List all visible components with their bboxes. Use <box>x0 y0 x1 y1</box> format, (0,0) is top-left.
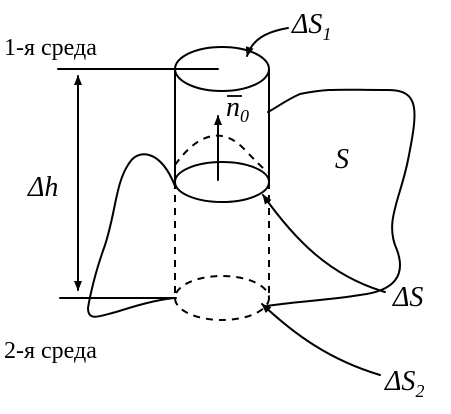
label-normal-main: n <box>226 92 240 123</box>
leader-delta-s2 <box>261 303 381 376</box>
label-delta-h: Δh <box>27 172 58 203</box>
label-delta-s2: ΔS2 <box>384 366 424 401</box>
cylinder-mid-ellipse <box>174 161 270 203</box>
label-delta-s1: ΔS1 <box>291 9 331 44</box>
surface-s-outline <box>87 88 416 318</box>
label-normal-sub: 0 <box>240 106 249 126</box>
cylinder-bottom-ellipse <box>174 275 270 321</box>
label-delta-s2-sub: 2 <box>415 381 424 401</box>
label-medium-1: 1-я среда <box>4 35 97 61</box>
label-surface-s: S <box>335 144 349 175</box>
label-medium-2: 2-я среда <box>4 338 97 364</box>
label-delta-s2-main: ΔS <box>384 366 415 397</box>
label-delta-s1-sub: 1 <box>322 24 331 44</box>
leader-delta-s <box>262 194 386 293</box>
label-delta-s1-main: ΔS <box>291 9 322 40</box>
label-delta-s: ΔS <box>392 282 423 313</box>
label-normal: n0 <box>226 92 249 126</box>
surface-s-hidden-curve <box>174 134 269 173</box>
leader-delta-s1 <box>245 27 289 57</box>
